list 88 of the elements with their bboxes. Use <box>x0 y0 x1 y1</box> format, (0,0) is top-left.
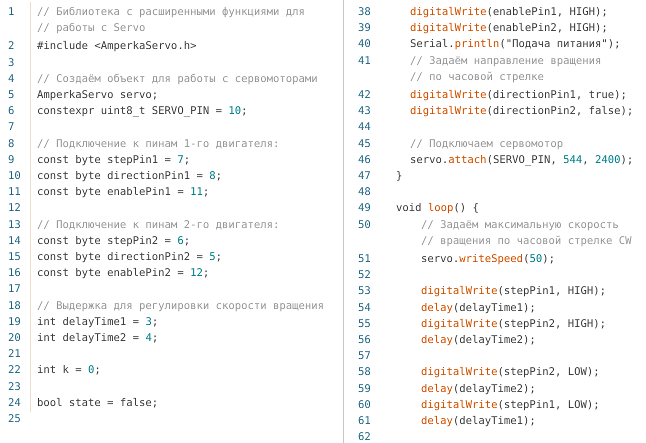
code-line: delay(delayTime1); <box>421 414 536 429</box>
line-number: 38 <box>358 5 371 20</box>
code-line: digitalWrite(stepPin1, LOW); <box>421 398 600 413</box>
line-number: 44 <box>358 120 371 136</box>
line-number: 62 <box>358 430 371 443</box>
code-line: delay(delayTime1); <box>421 300 536 316</box>
line-number: 52 <box>358 268 371 284</box>
code-comment: // Подключаем сервомотор <box>410 136 564 152</box>
line-number: 61 <box>358 414 371 429</box>
code-line: digitalWrite(directionPin1, true); <box>410 88 627 103</box>
line-number: 11 <box>8 185 21 200</box>
code-line: AmperkaServo servo; <box>37 88 158 103</box>
code-line: const byte enablePin2 = 12; <box>37 266 210 282</box>
line-number: 53 <box>358 284 371 300</box>
line-number: 14 <box>8 234 21 249</box>
code-comment: // Задаём максимальную скорость // вращения по часовой стрелке CW <box>421 218 632 249</box>
line-number: 21 <box>8 347 21 362</box>
code-line: delay(delayTime2); <box>421 382 536 397</box>
line-number: 40 <box>358 37 371 52</box>
code-comment: // Подключение к пинам 2-го двигателя: <box>37 218 280 233</box>
line-number: 58 <box>358 365 371 380</box>
line-number: 4 <box>8 72 14 87</box>
code-line: int delayTime2 = 4; <box>37 331 158 346</box>
code-line: int delayTime1 = 3; <box>37 314 158 330</box>
code-line: const byte stepPin2 = 6; <box>37 234 190 249</box>
line-number: 46 <box>358 152 371 168</box>
line-number: 51 <box>358 252 371 267</box>
code-line: digitalWrite(stepPin2, HIGH); <box>421 316 606 332</box>
line-number: 10 <box>8 169 21 184</box>
code-line: digitalWrite(enablePin1, HIGH); <box>410 5 608 20</box>
code-comment: // Подключение к пинам 1-го двигателя: <box>37 136 280 152</box>
line-number: 22 <box>8 363 21 378</box>
code-line: const byte stepPin1 = 7; <box>37 152 190 168</box>
line-number: 15 <box>8 250 21 265</box>
line-number: 41 <box>358 54 371 69</box>
code-line: digitalWrite(enablePin2, HIGH); <box>410 21 608 36</box>
line-number: 3 <box>8 56 14 71</box>
line-number: 45 <box>358 136 371 152</box>
code-comment: // Создаём объект для работы с сервомоторами <box>37 72 318 87</box>
code-line: digitalWrite(directionPin2, false); <box>410 104 634 120</box>
code-line: servo.writeSpeed(50); <box>421 252 555 267</box>
line-number: 25 <box>8 412 21 427</box>
line-number: 1 <box>8 5 14 20</box>
line-number: 19 <box>8 314 21 330</box>
line-number: 8 <box>8 136 14 152</box>
code-line: const byte directionPin1 = 8; <box>37 169 222 184</box>
line-number: 47 <box>358 169 371 184</box>
code-line: servo.attach(SERVO_PIN, 544, 2400); <box>410 152 634 168</box>
code-line: #include <AmperkaServo.h> <box>37 39 196 54</box>
line-number: 56 <box>358 333 371 348</box>
line-number: 39 <box>358 21 371 36</box>
line-number: 5 <box>8 88 14 103</box>
line-number: 57 <box>358 349 371 364</box>
code-line: } <box>396 169 402 184</box>
line-number: 2 <box>8 39 14 54</box>
code-line: const byte enablePin1 = 11; <box>37 185 210 200</box>
line-number: 20 <box>8 331 21 346</box>
line-number: 59 <box>358 382 371 397</box>
code-line: digitalWrite(stepPin2, LOW); <box>421 365 600 380</box>
line-number: 7 <box>8 120 14 136</box>
code-comment: // Выдержка для регулировки скорости вращения <box>37 298 324 314</box>
line-number: 54 <box>358 300 371 316</box>
code-line: bool state = false; <box>37 396 158 411</box>
line-number: 50 <box>358 218 371 233</box>
line-number: 18 <box>8 298 21 314</box>
code-line: constexpr uint8_t SERVO_PIN = 10; <box>37 104 248 120</box>
line-number: 48 <box>358 185 371 200</box>
line-number: 6 <box>8 104 14 120</box>
line-number: 13 <box>8 218 21 233</box>
code-line: int k = 0; <box>37 363 101 378</box>
code-line: const byte directionPin2 = 5; <box>37 250 222 265</box>
line-number: 55 <box>358 316 371 332</box>
line-number: 23 <box>8 380 21 395</box>
line-number: 49 <box>358 201 371 216</box>
code-line: void loop() { <box>396 201 479 216</box>
line-number: 43 <box>358 104 371 120</box>
code-line: Serial.println("Подача питания"); <box>410 37 620 52</box>
line-number: 17 <box>8 282 21 298</box>
line-number: 16 <box>8 266 21 282</box>
line-number: 60 <box>358 398 371 413</box>
line-number: 42 <box>358 88 371 103</box>
code-comment: // Задаём направление вращения // по часовой стрелке <box>410 54 602 85</box>
code-line: digitalWrite(stepPin1, HIGH); <box>421 284 606 300</box>
code-comment: // Библиотека с расширенными функциями для // работы с Servo <box>37 5 305 36</box>
line-number: 12 <box>8 201 21 216</box>
line-number: 9 <box>8 152 14 168</box>
line-number: 24 <box>8 396 21 411</box>
code-line: delay(delayTime2); <box>421 333 536 348</box>
